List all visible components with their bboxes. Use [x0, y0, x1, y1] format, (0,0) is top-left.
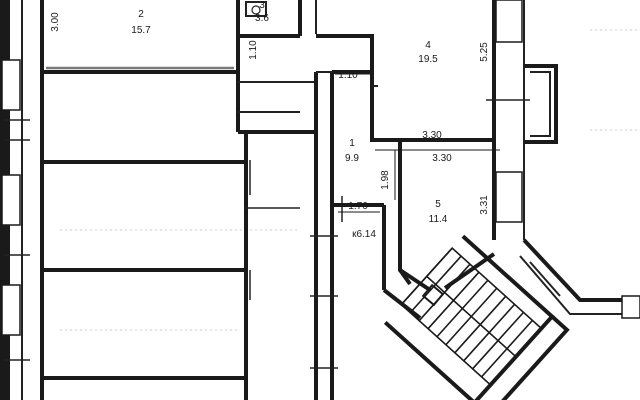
room-1-and-4 — [316, 0, 496, 290]
room-2-area: 15.7 — [131, 25, 151, 36]
room-3 — [236, 0, 317, 38]
right-exterior-wall — [486, 0, 558, 240]
dim-1-76: 1.76 — [348, 201, 368, 212]
window-right-2 — [495, 171, 523, 223]
dim-3-30-top: 3.30 — [422, 130, 442, 141]
dim-1-10-horizontal: 1.10 — [338, 70, 358, 81]
room-4-area: 19.5 — [418, 54, 438, 65]
window-left-3 — [1, 284, 21, 336]
room-4-number: 4 — [425, 40, 431, 51]
room-2-number: 2 — [138, 9, 144, 20]
dim-1-98: 1.98 — [380, 170, 391, 190]
outer-wall-right-lower — [519, 238, 640, 319]
window-left-2 — [1, 174, 21, 226]
dim-3-31: 3.31 — [479, 195, 490, 215]
dim-3-30-bottom: 3.30 — [432, 153, 452, 164]
room-5-number: 5 — [435, 199, 441, 210]
dimension-marks — [335, 73, 500, 213]
balcony — [524, 64, 558, 144]
room-5-area: 11.4 — [429, 214, 448, 225]
dim-5-25: 5.25 — [479, 42, 490, 62]
stair-block — [383, 234, 570, 400]
left-units — [40, 72, 316, 400]
room-3-area: 3.6 — [255, 13, 269, 24]
window-right-1 — [495, 0, 523, 43]
dim-3-00: 3.00 — [50, 12, 61, 32]
dim-1-10-vertical: 1.10 — [248, 40, 259, 60]
background-guides — [60, 29, 640, 331]
window-right-3 — [621, 295, 640, 319]
room-3-number: 3 — [259, 0, 265, 11]
room-6-label: к6.14 — [352, 229, 376, 240]
corridor — [310, 71, 343, 400]
window-left-1 — [1, 59, 21, 111]
room-1-number: 1 — [349, 138, 355, 149]
left-exterior-wall — [0, 0, 30, 400]
room-1-area: 9.9 — [345, 153, 359, 164]
